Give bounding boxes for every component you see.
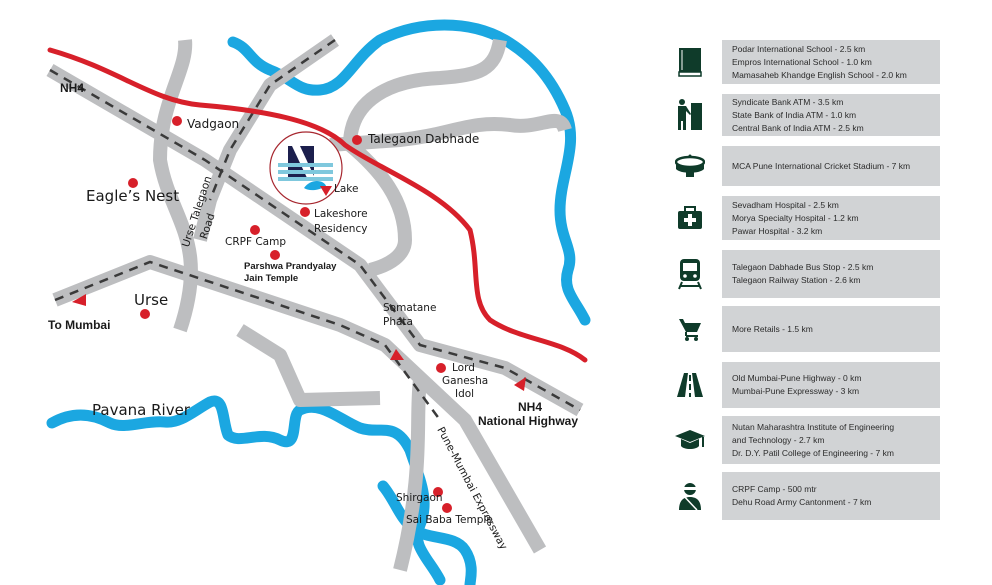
medical-kit-icon xyxy=(670,198,710,238)
legend-line: Nutan Maharashtra Institute of Engineeri… xyxy=(732,421,895,432)
legend-row-schools: Podar International School - 2.5 km Empr… xyxy=(662,40,942,84)
legend-box-defense: CRPF Camp - 500 mtr Dehu Road Army Canto… xyxy=(722,472,940,520)
legend-line: Mamasaheb Khandge English School - 2.0 k… xyxy=(732,69,907,80)
legend-box-retail: More Retails - 1.5 km xyxy=(722,306,940,352)
legend-line: Dehu Road Army Cantonment - 7 km xyxy=(732,497,872,507)
legend-line: More Retails - 1.5 km xyxy=(732,323,813,334)
atm-icon xyxy=(670,95,710,135)
legend-line: MCA Pune International Cricket Stadium -… xyxy=(732,160,911,171)
north-loop xyxy=(343,38,507,146)
label-lord: Lord xyxy=(452,362,475,374)
legend-line: State Bank of India ATM - 1.0 km xyxy=(732,109,857,120)
label-sai-baba-temple: Sai Baba Temple xyxy=(406,514,493,526)
label-lake: Lake xyxy=(334,183,359,195)
label-residency: Residency xyxy=(314,223,368,235)
south-road xyxy=(393,379,427,572)
legend-box-highways: Old Mumbai-Pune Highway - 0 km Mumbai-Pu… xyxy=(722,362,940,408)
legend-row-transport: Talegaon Dabhade Bus Stop - 2.5 km Taleg… xyxy=(662,250,942,298)
legend-box-stadium: MCA Pune International Cricket Stadium -… xyxy=(722,146,940,186)
legend-row-defense: CRPF Camp - 500 mtr Dehu Road Army Canto… xyxy=(662,472,942,520)
road-layer xyxy=(46,34,584,572)
legend-line: Central Bank of India ATM - 2.5 km xyxy=(732,122,864,133)
legend-row-highways: Old Mumbai-Pune Highway - 0 km Mumbai-Pu… xyxy=(662,362,942,408)
legend-row-atms: Syndicate Bank ATM - 3.5 km State Bank o… xyxy=(662,94,942,136)
legend-box-atms: Syndicate Bank ATM - 3.5 km State Bank o… xyxy=(722,94,940,136)
label-ganesha: Ganesha xyxy=(442,375,489,387)
label-jain-temple: Jain Temple xyxy=(244,273,299,284)
map-graphics xyxy=(46,19,591,585)
label-national-highway: National Highway xyxy=(478,414,579,428)
river-north xyxy=(227,19,591,326)
project-logo xyxy=(269,131,343,205)
urse-talegaon-road xyxy=(153,39,198,333)
label-vadgaon: Vadgaon xyxy=(187,117,240,131)
label-lakeshore: Lakeshore xyxy=(314,208,368,220)
legend-line: Pawar Hospital - 3.2 km xyxy=(732,225,823,236)
legend-box-transport: Talegaon Dabhade Bus Stop - 2.5 km Taleg… xyxy=(722,250,940,298)
legend-box-colleges: Nutan Maharashtra Institute of Engineeri… xyxy=(722,416,940,464)
shopping-cart-icon xyxy=(670,309,710,349)
road-dash-layer xyxy=(49,38,581,421)
label-nh4-top: NH4 xyxy=(60,81,85,95)
graduation-cap-icon xyxy=(670,420,710,460)
label-eagles-nest: Eagle’s Nest xyxy=(86,187,180,205)
legend-line: Syndicate Bank ATM - 3.5 km xyxy=(732,96,844,107)
talegaon-road xyxy=(329,113,572,152)
railway-line xyxy=(47,47,588,363)
legend-box-hospitals: Sevadham Hospital - 2.5 km Morya Special… xyxy=(722,196,940,240)
legend-line: Dr. D.Y. Patil College of Engineering - … xyxy=(732,447,894,458)
legend-row-retail: More Retails - 1.5 km xyxy=(662,306,942,352)
stadium-icon xyxy=(670,146,710,186)
train-icon xyxy=(670,254,710,294)
legend-line: and Technology - 2.7 km xyxy=(732,434,825,445)
label-to-mumbai: To Mumbai xyxy=(48,318,111,332)
location-map: NH4 Vadgaon Eagle’s Nest Urse Talegaon R… xyxy=(46,19,591,585)
label-idol: Idol xyxy=(455,388,475,400)
legend-line: Sevadham Hospital - 2.5 km xyxy=(732,199,839,210)
marker-layer xyxy=(72,116,526,513)
legend-line: CRPF Camp - 500 mtr xyxy=(732,484,817,494)
soldier-icon xyxy=(670,476,710,516)
label-parshwa: Parshwa Prandyalay xyxy=(244,261,337,272)
legend-line: Old Mumbai-Pune Highway - 0 km xyxy=(732,373,862,383)
label-shirgaon: Shirgaon xyxy=(396,492,443,504)
book-icon xyxy=(670,42,710,82)
label-crpf-camp: CRPF Camp xyxy=(225,236,286,248)
river-south xyxy=(377,480,477,585)
label-talegaon-dabhade: Talegaon Dabhade xyxy=(368,132,480,146)
west-branch xyxy=(236,324,381,407)
legend-line: Morya Specialty Hospital - 1.2 km xyxy=(732,212,859,223)
highway-icon xyxy=(670,365,710,405)
legend-line: Podar International School - 2.5 km xyxy=(732,43,866,54)
label-urse: Urse xyxy=(134,291,169,309)
legend-row-colleges: Nutan Maharashtra Institute of Engineeri… xyxy=(662,416,942,464)
legend-line: Talegaon Railway Station - 2.6 km xyxy=(732,275,861,285)
legend-line: Talegaon Dabhade Bus Stop - 2.5 km xyxy=(732,262,874,272)
label-nh4-bottom: NH4 xyxy=(518,400,543,414)
label-phata: Phata xyxy=(383,316,413,328)
legend-row-stadium: MCA Pune International Cricket Stadium -… xyxy=(662,146,942,186)
label-pavana-river: Pavana River xyxy=(92,401,190,419)
legend-row-hospitals: Sevadham Hospital - 2.5 km Morya Special… xyxy=(662,196,942,240)
loop-road xyxy=(345,139,412,277)
label-somatane: Somatane xyxy=(383,302,437,314)
legend-box-schools: Podar International School - 2.5 km Empr… xyxy=(722,40,940,84)
legend-line: Empros International School - 1.0 km xyxy=(732,56,872,67)
legend-line: Mumbai-Pune Expressway - 3 km xyxy=(732,386,860,396)
